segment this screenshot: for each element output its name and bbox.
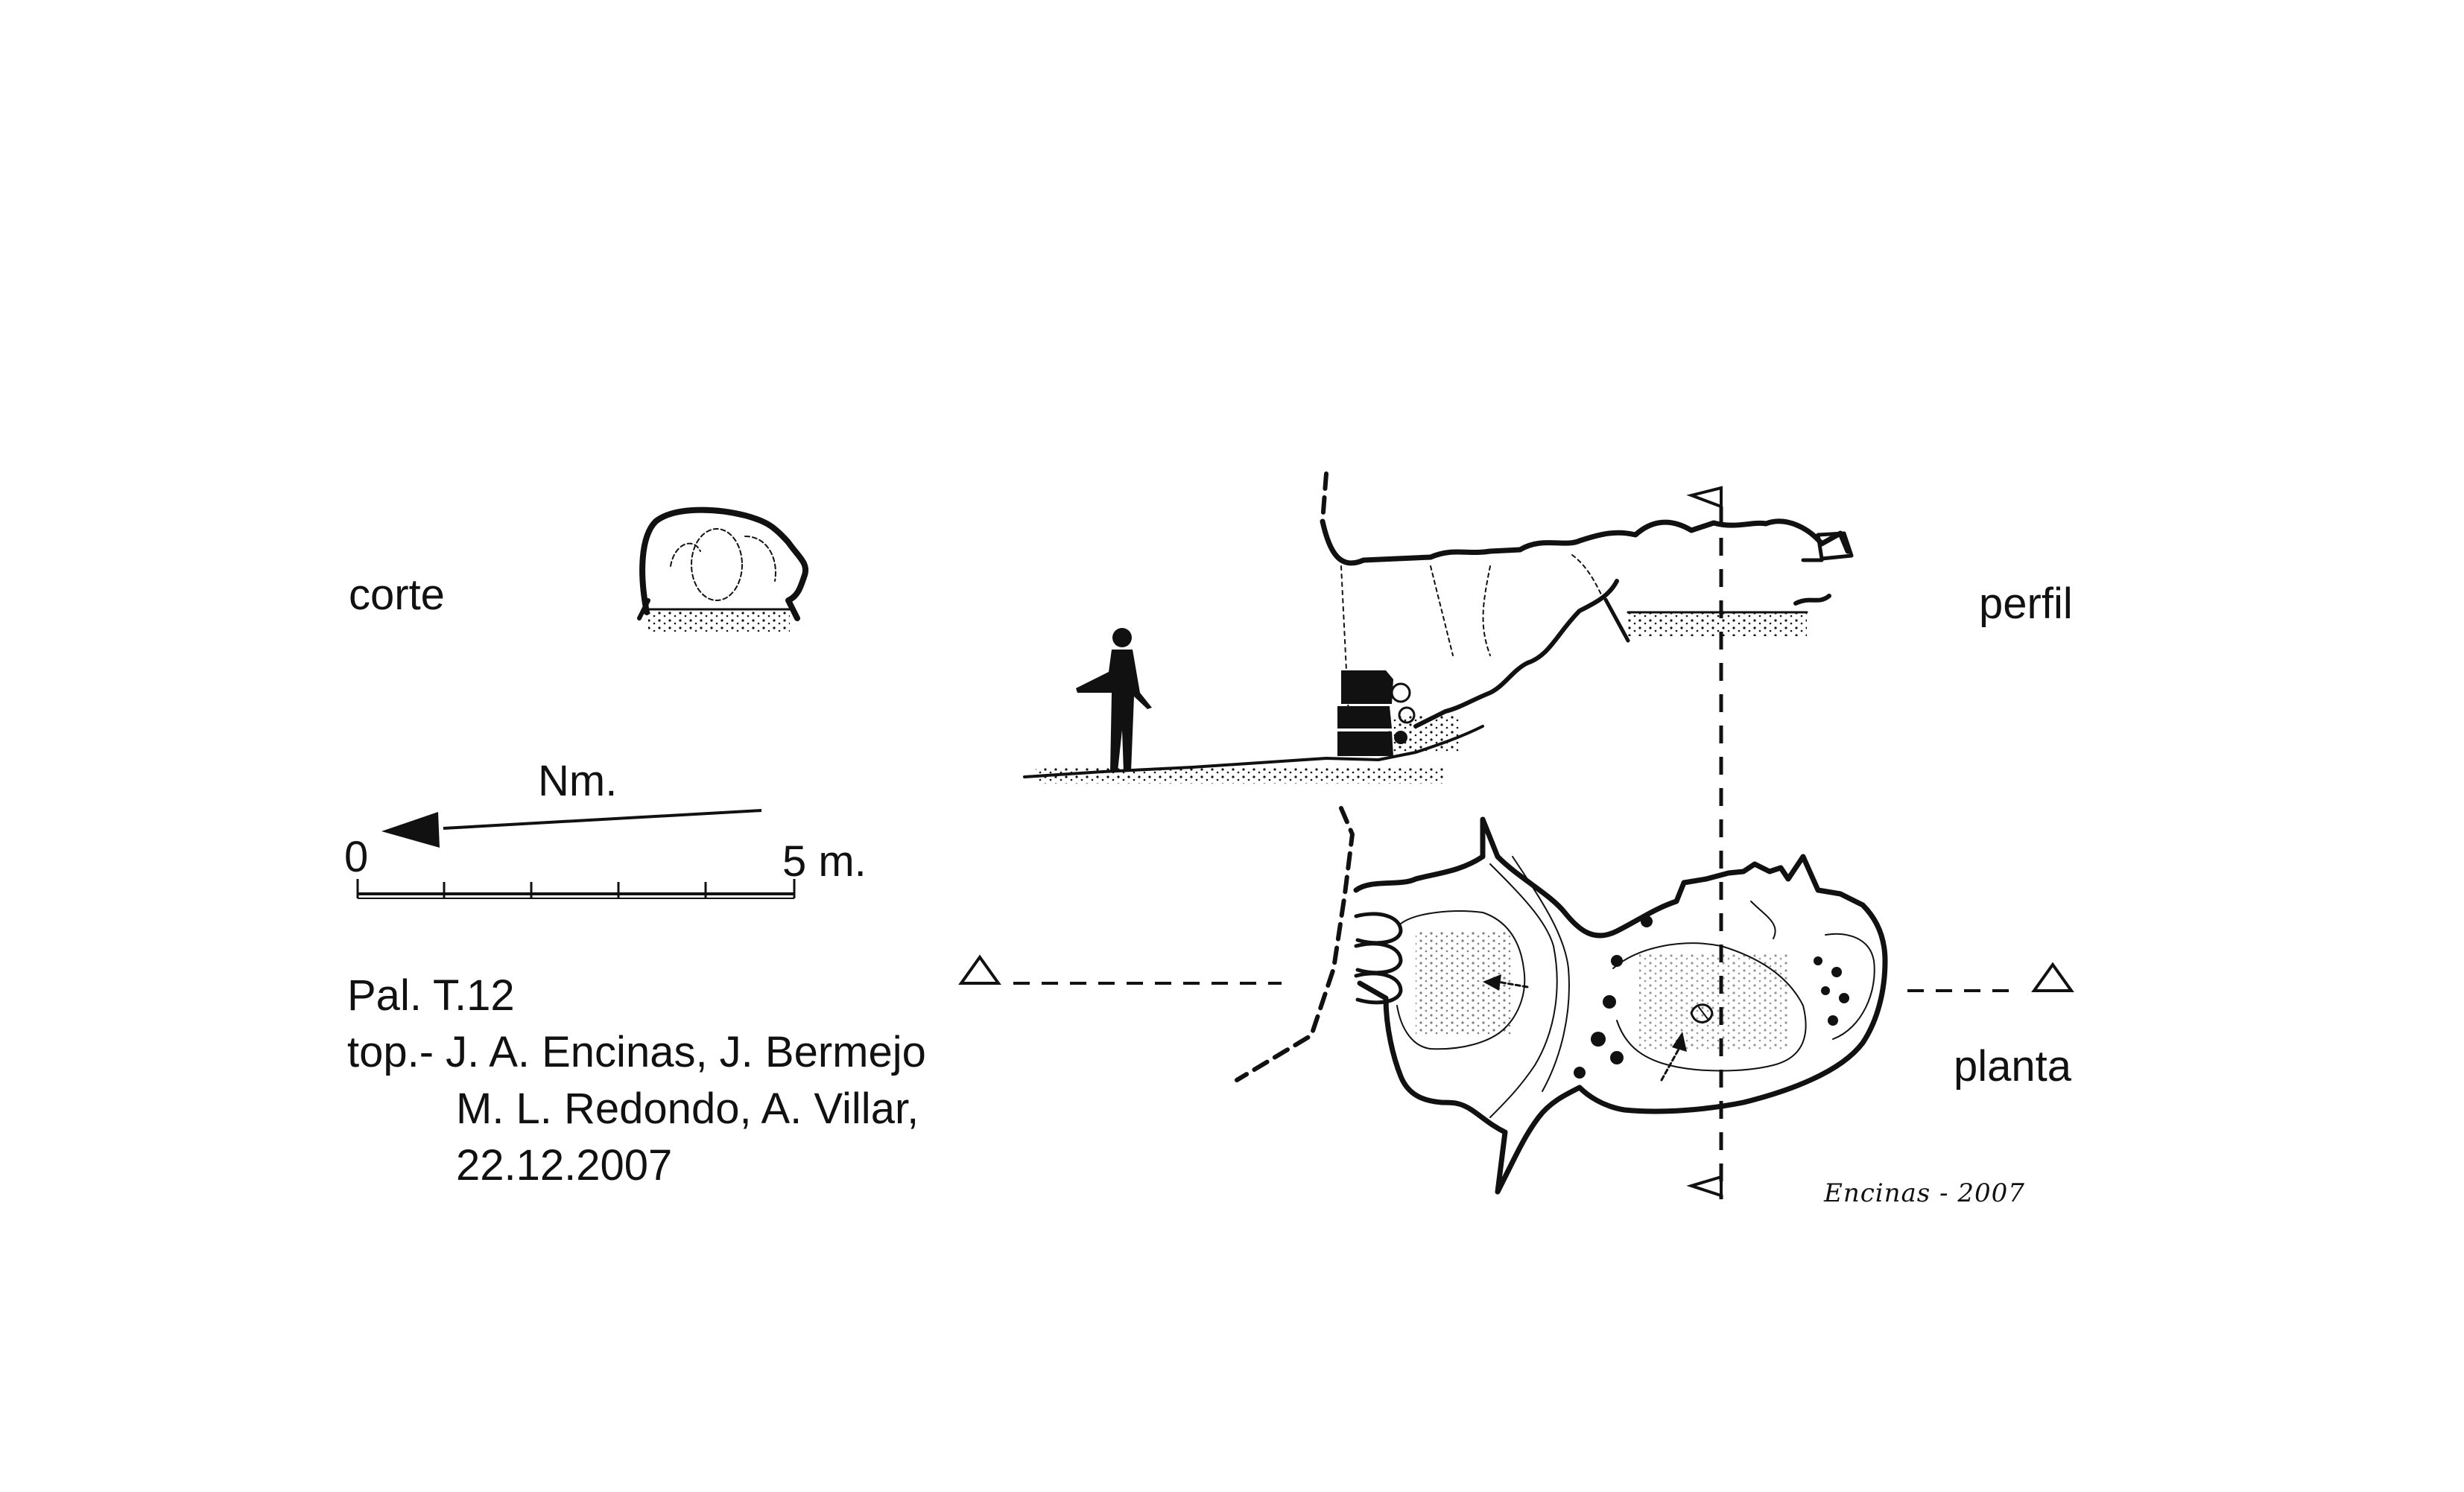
north-label: Nm. — [538, 757, 618, 805]
section-marker-triangle-right — [2031, 962, 2074, 992]
author-signature: Encinas - 2007 — [1824, 1178, 2025, 1208]
plan-planta — [1235, 806, 1888, 1195]
scale-start-label: 0 — [344, 833, 369, 881]
section-reference-lines — [958, 486, 2074, 1199]
corte-label: corte — [349, 571, 445, 619]
surveyors-line-2: M. L. Redondo, A. Villar, — [456, 1085, 919, 1133]
cave-id: Pal. T.12 — [347, 971, 515, 1020]
cross-section-corte — [637, 507, 809, 632]
profile-marker-triangle-top — [1686, 486, 1723, 509]
scale-bar — [356, 879, 796, 899]
survey-date: 22.12.2007 — [456, 1141, 673, 1190]
profile-marker-triangle-bottom — [1686, 1175, 1723, 1198]
planta-label: planta — [1954, 1042, 2072, 1091]
surveyors-line-1: top.- J. A. Encinas, J. Bermejo — [347, 1028, 926, 1076]
section-marker-triangle-left — [958, 954, 1001, 985]
north-arrow — [381, 809, 762, 848]
perfil-label: perfil — [1979, 580, 2073, 628]
scale-end-label: 5 m. — [782, 837, 867, 886]
human-scale-figure — [1076, 628, 1152, 772]
profile-perfil — [1023, 472, 1854, 784]
